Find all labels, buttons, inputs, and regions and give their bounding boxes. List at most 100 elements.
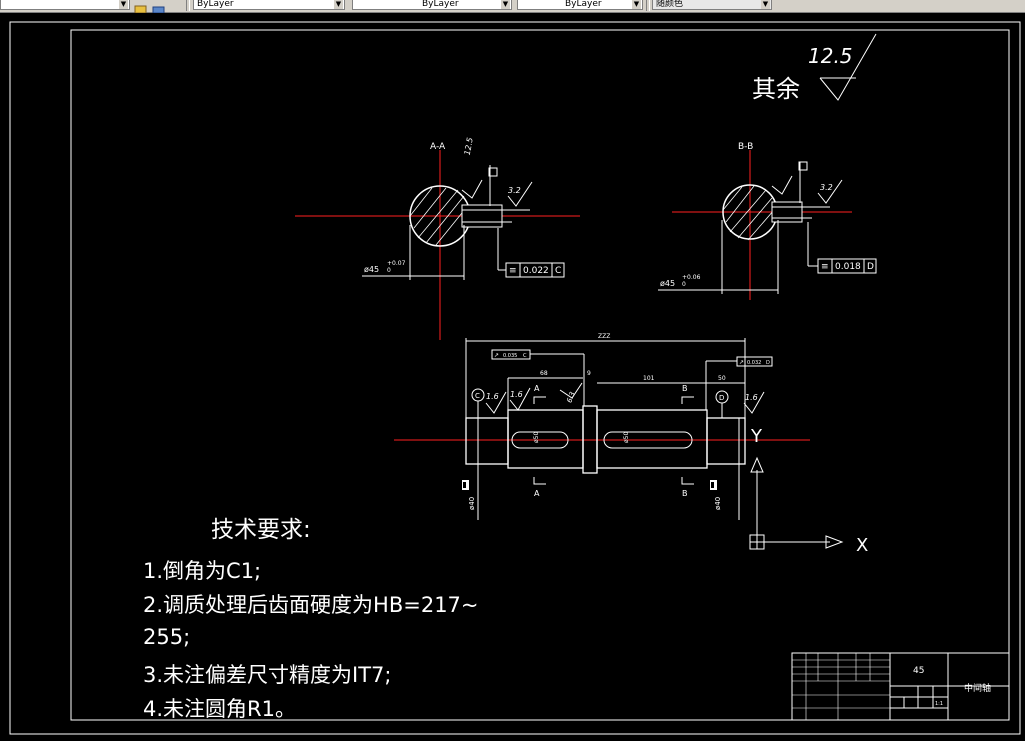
toolbar-separator [186,0,190,11]
chevron-down-icon: ▼ [761,0,770,9]
general-roughness-note: 其余 12.5 [752,33,877,103]
tolerance-lower: 0 [387,267,391,274]
roughness-note-value: 12.5 [808,44,853,68]
gdt-value: 0.022 [523,266,549,276]
notes-title: 技术要求: [211,517,311,543]
roughness-symbol-icon [509,387,531,411]
note-item: 3.未注偏差尺寸精度为IT7; [143,663,392,687]
gdt-datum: C [555,266,561,276]
datum-label: C [475,392,480,400]
title-block-scale: 1:1 [935,701,943,707]
symmetry-icon: ≡ [509,266,517,276]
roughness-value: 1.6 [486,392,499,401]
chevron-down-icon: ▼ [501,0,510,9]
roughness-symbol-icon [559,382,583,399]
border-frame [70,29,1010,721]
roughness-value: 6.3 [565,391,576,404]
roughness-value: 12.5 [463,137,475,156]
gdt-value: 0.032 [747,360,761,366]
note-item: 1.倒角为C1; [143,559,261,583]
gdt-datum: C [523,353,527,359]
roughness-symbol-icon [743,391,765,414]
svg-text:ø50: ø50 [623,432,630,443]
roughness-symbol-icon [507,181,533,207]
svg-text:ø50: ø50 [533,432,540,443]
title-block [791,652,1010,721]
ucs-icon: Y X [749,426,868,556]
dimension-text: 101 [643,375,655,382]
hatch-pattern [409,187,467,246]
dimension-text: 50 [718,375,726,382]
make-layer-current-icon[interactable] [134,0,148,14]
ucs-y-label: Y [750,426,763,447]
chevron-down-icon: ▼ [119,0,128,9]
linetype-control-dropdown[interactable]: ByLayer ▼ [352,0,512,10]
title-block-part-name: 中间轴 [964,682,991,694]
gdt-frame [505,262,565,278]
lineweight-control-dropdown[interactable]: ByLayer ▼ [517,0,643,10]
toolbar-separator [646,0,650,11]
keyway [461,204,503,228]
section-bb: B-B 3.2 ≡ 0.018 D ø45 +0.06 0 [658,142,877,300]
keyway-slot [511,431,569,449]
dimension-text: ø45 [364,265,379,274]
color-control-value: ByLayer [197,0,234,9]
drawing-canvas[interactable]: 其余 12.5 A-A 12.5 3.2 ≡ 0.022 C [0,13,1025,737]
roughness-note-label: 其余 [752,75,800,103]
dimension-text: ø40 [468,497,476,510]
section-cut-label: A [534,384,540,393]
section-bb-label: B-B [738,142,753,152]
layer-previous-icon[interactable] [152,0,166,14]
roughness-value: 1.6 [745,393,758,402]
hatch-pattern [722,185,775,241]
tolerance-upper: +0.06 [682,274,701,281]
dimension-text: ø45 [660,279,675,288]
properties-toolbar: ▼ ByLayer ▼ ByLayer ▼ ByLayer ▼ 随颜色 ▼ [0,0,1025,14]
gdt-value: 0.018 [835,262,861,272]
symmetry-icon: ≡ [821,262,829,272]
gdt-datum: D [867,262,874,272]
runout-icon: ↗ [494,352,499,359]
note-item: 2.调质处理后齿面硬度为HB=217~ [143,593,479,617]
chevron-down-icon: ▼ [632,0,641,9]
ucs-x-label: X [856,535,868,556]
roughness-value: 3.2 [508,186,521,195]
roughness-symbol-icon [771,175,793,195]
note-item: 4.未注圆角R1。 [143,697,296,721]
keyway [771,201,803,223]
dimension-text: 9 [587,370,591,377]
section-cut-label: A [534,489,540,498]
chevron-down-icon: ▼ [334,0,343,9]
lineweight-control-value: ByLayer [565,0,602,9]
dimension-text: ZZZ [598,333,610,340]
roughness-symbol-icon [461,179,483,199]
roughness-symbol-icon [819,33,877,101]
runout-icon: ↗ [739,359,744,366]
shaft-main-view: ø50 ø50 ZZZ ↗ 0.035 C ↗ 0.032 D 68 9 101… [394,333,810,520]
cad-drawing[interactable]: 其余 12.5 A-A 12.5 3.2 ≡ 0.022 C [0,13,1025,737]
datum-label: D [719,394,724,402]
gdt-value: 0.035 [503,353,517,359]
tolerance-upper: +0.07 [387,260,406,267]
layer-dropdown-tail[interactable]: ▼ [0,0,130,10]
keyway-slot [603,431,693,449]
gdt-datum: D [766,360,770,366]
roughness-value: 3.2 [820,183,833,192]
roughness-value: 1.6 [510,390,523,399]
section-cut-label: B [682,489,688,498]
outer-frame [9,21,1021,735]
section-aa: A-A 12.5 3.2 ≡ 0.022 C ø45 +0.07 0 [295,137,580,340]
roughness-symbol-icon [485,391,507,414]
linetype-control-value: ByLayer [422,0,459,9]
tolerance-lower: 0 [682,281,686,288]
note-item: 255; [143,625,190,649]
plotstyle-control-dropdown[interactable]: 随颜色 ▼ [652,0,772,10]
section-cut-label: B [682,384,688,393]
plotstyle-control-value: 随颜色 [656,0,684,9]
color-control-dropdown[interactable]: ByLayer ▼ [193,0,345,10]
dimension-text: 68 [540,370,548,377]
section-aa-label: A-A [430,142,446,152]
technical-notes: 技术要求: 1.倒角为C1; 2.调质处理后齿面硬度为HB=217~ 255; … [143,517,479,721]
roughness-symbol-icon [817,179,843,204]
title-block-material: 45 [913,666,924,676]
